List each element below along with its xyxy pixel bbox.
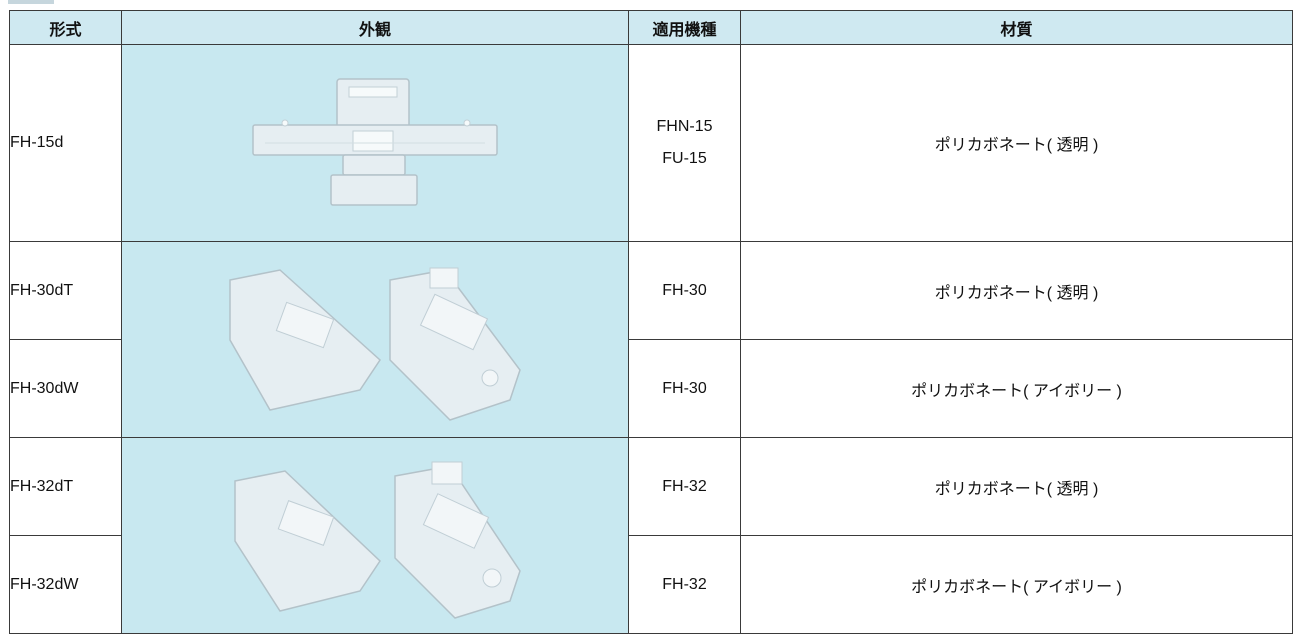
- model-name: FHN-15: [656, 118, 713, 135]
- applicable-model-cell: FH-30: [628, 339, 741, 438]
- appearance-cell: [121, 437, 629, 634]
- appearance-cell: [121, 241, 629, 438]
- model-name: FH-30: [662, 281, 707, 299]
- model-name: FH-32: [662, 575, 707, 593]
- table-row: FH-30dT FH-30 ポリカボ: [9, 241, 1293, 438]
- fh-32d-part-image: [234, 461, 521, 619]
- fh-15d-part-image: [252, 78, 498, 206]
- table-row: FH-15d: [9, 44, 1293, 242]
- applicable-model-cell: FH-32: [628, 535, 741, 634]
- appearance-cell: [121, 44, 629, 242]
- model-name: FU-15: [662, 150, 707, 167]
- header-appearance: 外観: [121, 10, 629, 45]
- material-cell: ポリカボネート( 透明 ): [740, 44, 1293, 242]
- header-form: 形式: [9, 10, 122, 45]
- form-cell: FH-15d: [9, 44, 122, 242]
- model-name: FH-32: [662, 477, 707, 495]
- material-cell: ポリカボネート( アイボリー ): [740, 339, 1293, 438]
- form-cell: FH-30dT: [9, 241, 122, 340]
- header-applicable-model: 適用機種: [628, 10, 741, 45]
- table-row: FH-32dW FH-32 ポリカボネート( アイボリー ): [9, 535, 1293, 634]
- header-mark: [8, 0, 54, 4]
- material-cell: ポリカボネート( 透明 ): [740, 437, 1293, 536]
- table-row: FH-32dT FH-32 ポリカボ: [9, 437, 1293, 634]
- spec-table: 形式 外観 適用機種 材質 FH-15d: [9, 10, 1293, 634]
- form-cell: FH-30dW: [9, 339, 122, 438]
- model-name: FH-30: [662, 379, 707, 397]
- material-cell: ポリカボネート( アイボリー ): [740, 535, 1293, 634]
- applicable-model-cell: FHN-15 FU-15: [628, 44, 741, 242]
- table-header-row: 形式 外観 適用機種 材質: [9, 10, 1293, 45]
- applicable-model-cell: FH-32: [628, 437, 741, 536]
- applicable-model-cell: FH-30: [628, 241, 741, 340]
- material-cell: ポリカボネート( 透明 ): [740, 241, 1293, 340]
- table-row: FH-30dW FH-30 ポリカボネート( アイボリー ): [9, 339, 1293, 438]
- form-cell: FH-32dT: [9, 437, 122, 536]
- fh-30d-part-image: [229, 267, 521, 421]
- header-material: 材質: [740, 10, 1293, 45]
- form-cell: FH-32dW: [9, 535, 122, 634]
